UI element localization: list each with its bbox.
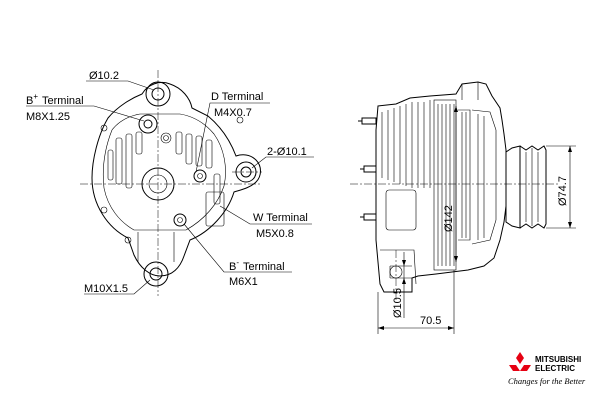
w-terminal-label: W Terminal bbox=[253, 212, 308, 224]
dim-70-5-label: 70.5 bbox=[420, 315, 441, 327]
three-diamonds-icon bbox=[509, 352, 531, 371]
dia-74-7-label: Ø74.7 bbox=[557, 176, 569, 206]
brand-name-line2: ELECTRIC bbox=[535, 364, 575, 373]
b-minus-label: B-Terminal bbox=[229, 258, 285, 273]
b-minus-thread-label: M6X1 bbox=[229, 276, 258, 288]
brand-tagline: Changes for the Better bbox=[508, 376, 586, 386]
bore-top-label: Ø10.2 bbox=[89, 70, 119, 82]
labels: Ø10.2 B+Terminal M8X1.25 D Terminal M4X0… bbox=[26, 70, 569, 327]
brand-name-line1: MITSUBISHI bbox=[535, 355, 581, 364]
b-plus-thread-label: M8X1.25 bbox=[26, 111, 70, 123]
side-view bbox=[350, 81, 560, 300]
d-terminal-label: D Terminal bbox=[211, 91, 263, 103]
d-thread-label: M4X0.7 bbox=[214, 107, 252, 119]
dia-142-label: Ø142 bbox=[443, 205, 455, 232]
bottom-thread-label: M10X1.5 bbox=[84, 283, 128, 295]
brand-logo: MITSUBISHI ELECTRIC Changes for the Bett… bbox=[508, 352, 586, 386]
w-thread-label: M5X0.8 bbox=[256, 228, 294, 240]
front-view bbox=[80, 70, 262, 296]
leader-lines bbox=[26, 80, 314, 295]
dimensions bbox=[377, 106, 576, 334]
dim-10-5-label: Ø10.5 bbox=[392, 288, 404, 318]
b-plus-label: B+Terminal bbox=[26, 92, 84, 107]
mount-holes-label: 2-Ø10.1 bbox=[267, 146, 307, 158]
